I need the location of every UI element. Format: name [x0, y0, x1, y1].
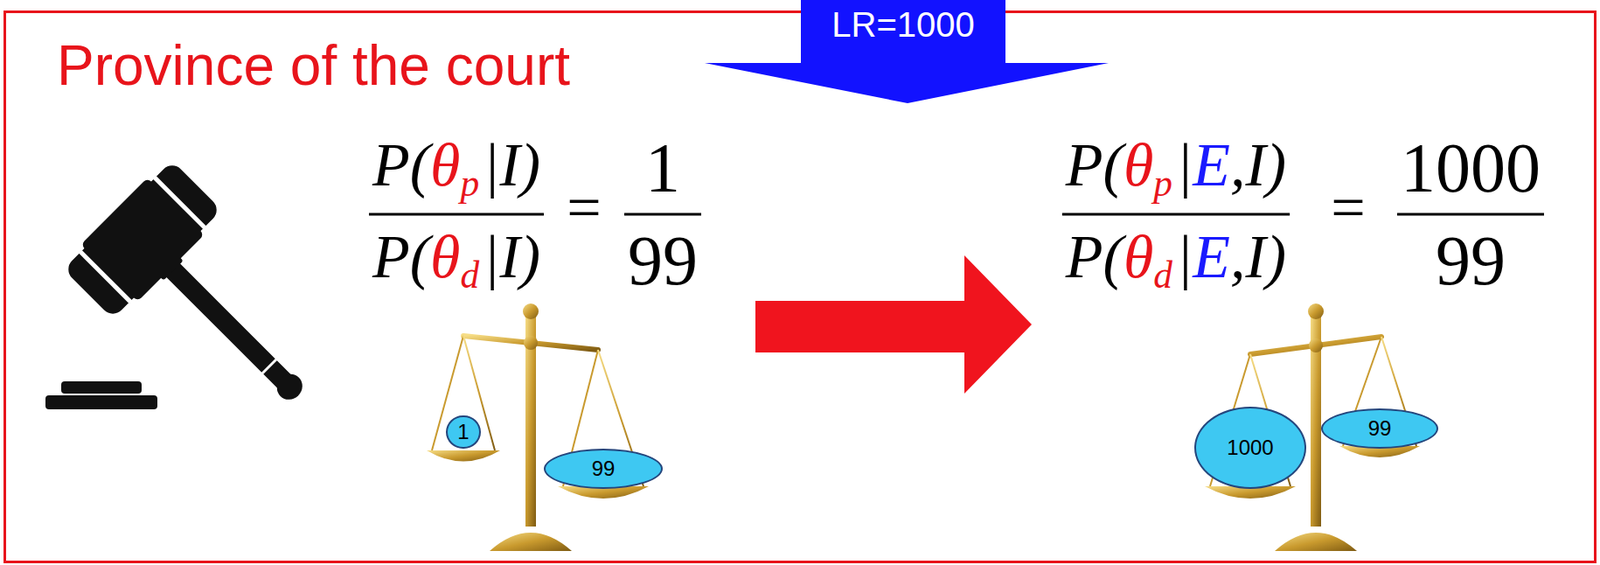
math-symbol: |	[1175, 222, 1193, 291]
math-symbol: θ	[1123, 131, 1154, 199]
scale-left	[426, 303, 649, 551]
gavel-block-top	[61, 381, 142, 394]
math-symbol: =	[1330, 173, 1365, 242]
court-frame: Province of the court 1 99 1000 99	[3, 10, 1597, 564]
gavel-handle	[159, 256, 297, 394]
math-symbol: =	[566, 173, 601, 242]
math-symbol: P(	[1065, 222, 1124, 291]
math-symbol: ,I)	[1230, 222, 1287, 291]
math-symbol: P(	[1065, 131, 1124, 199]
fraction-bar	[1397, 213, 1545, 216]
lr-banner: LR=1000	[800, 0, 1006, 49]
scale-base	[489, 532, 572, 551]
gavel-band	[76, 246, 136, 307]
scale-finial	[1307, 303, 1324, 320]
math-symbol: P(	[372, 131, 431, 199]
math-symbol: |	[1175, 131, 1193, 199]
math-symbol: 99	[627, 222, 698, 300]
math-symbol: 1000	[1400, 129, 1541, 207]
weight-value: 99	[591, 457, 616, 480]
odds-number: 99	[1435, 225, 1506, 296]
math-symbol: 1	[645, 129, 681, 207]
scale-pan	[426, 450, 501, 462]
fraction-bar	[1062, 213, 1290, 216]
weight-ellipse: 1	[445, 415, 480, 449]
frame-heading: Province of the court	[56, 34, 571, 99]
update-arrow	[755, 255, 1032, 394]
odds-numerator: P(θp|I)	[372, 134, 541, 203]
odds-denominator: P(θd|I)	[372, 226, 541, 295]
weight-value: 99	[1368, 417, 1392, 440]
odds-numerator: P(θp|E,I)	[1065, 134, 1287, 203]
equals-sign: =	[566, 177, 601, 239]
math-symbol: θ	[430, 131, 460, 199]
scale-finial	[522, 303, 539, 320]
weight-value: 1	[457, 420, 469, 444]
math-symbol: |I)	[482, 131, 541, 199]
weight-ellipse: 1000	[1194, 406, 1307, 489]
subscript: d	[1153, 253, 1173, 296]
weight-ellipse: 99	[1321, 408, 1439, 449]
gavel-band	[149, 173, 209, 233]
math-symbol: E	[1192, 131, 1231, 199]
fraction-bar	[624, 213, 702, 216]
subscript: p	[1153, 161, 1173, 204]
math-symbol: P(	[372, 222, 431, 291]
gavel-head	[62, 160, 222, 319]
odds-denominator: P(θd|E,I)	[1065, 226, 1287, 295]
gavel-knob	[271, 368, 308, 405]
weight-value: 1000	[1226, 436, 1274, 460]
math-symbol: 99	[1435, 222, 1506, 300]
fraction-bar	[368, 213, 544, 216]
scale-base	[1274, 532, 1357, 551]
subscript: d	[459, 253, 480, 296]
math-symbol: θ	[430, 222, 460, 291]
odds-number: 1	[645, 132, 681, 203]
scale-beam	[1250, 336, 1382, 355]
lr-arrow	[704, 0, 1109, 104]
math-symbol: ,I)	[1230, 131, 1287, 199]
gavel-block	[45, 395, 158, 410]
scale-pivot	[1308, 338, 1323, 353]
gavel-hammer	[58, 155, 354, 451]
math-symbol: |I)	[482, 222, 541, 291]
odds-number: 1000	[1400, 132, 1541, 203]
lr-text: LR=1000	[831, 4, 974, 45]
gavel-icon	[45, 155, 353, 451]
weight-ellipse: 99	[543, 448, 663, 489]
subscript: p	[459, 161, 480, 204]
odds-number: 99	[627, 225, 698, 296]
gavel-head-middle	[80, 177, 204, 301]
gavel-handle-ring	[261, 358, 277, 374]
scale-pivot	[523, 335, 538, 350]
math-symbol: E	[1192, 222, 1231, 291]
math-symbol: θ	[1123, 222, 1154, 291]
equals-sign: =	[1330, 177, 1365, 239]
scale-beam	[463, 335, 599, 350]
